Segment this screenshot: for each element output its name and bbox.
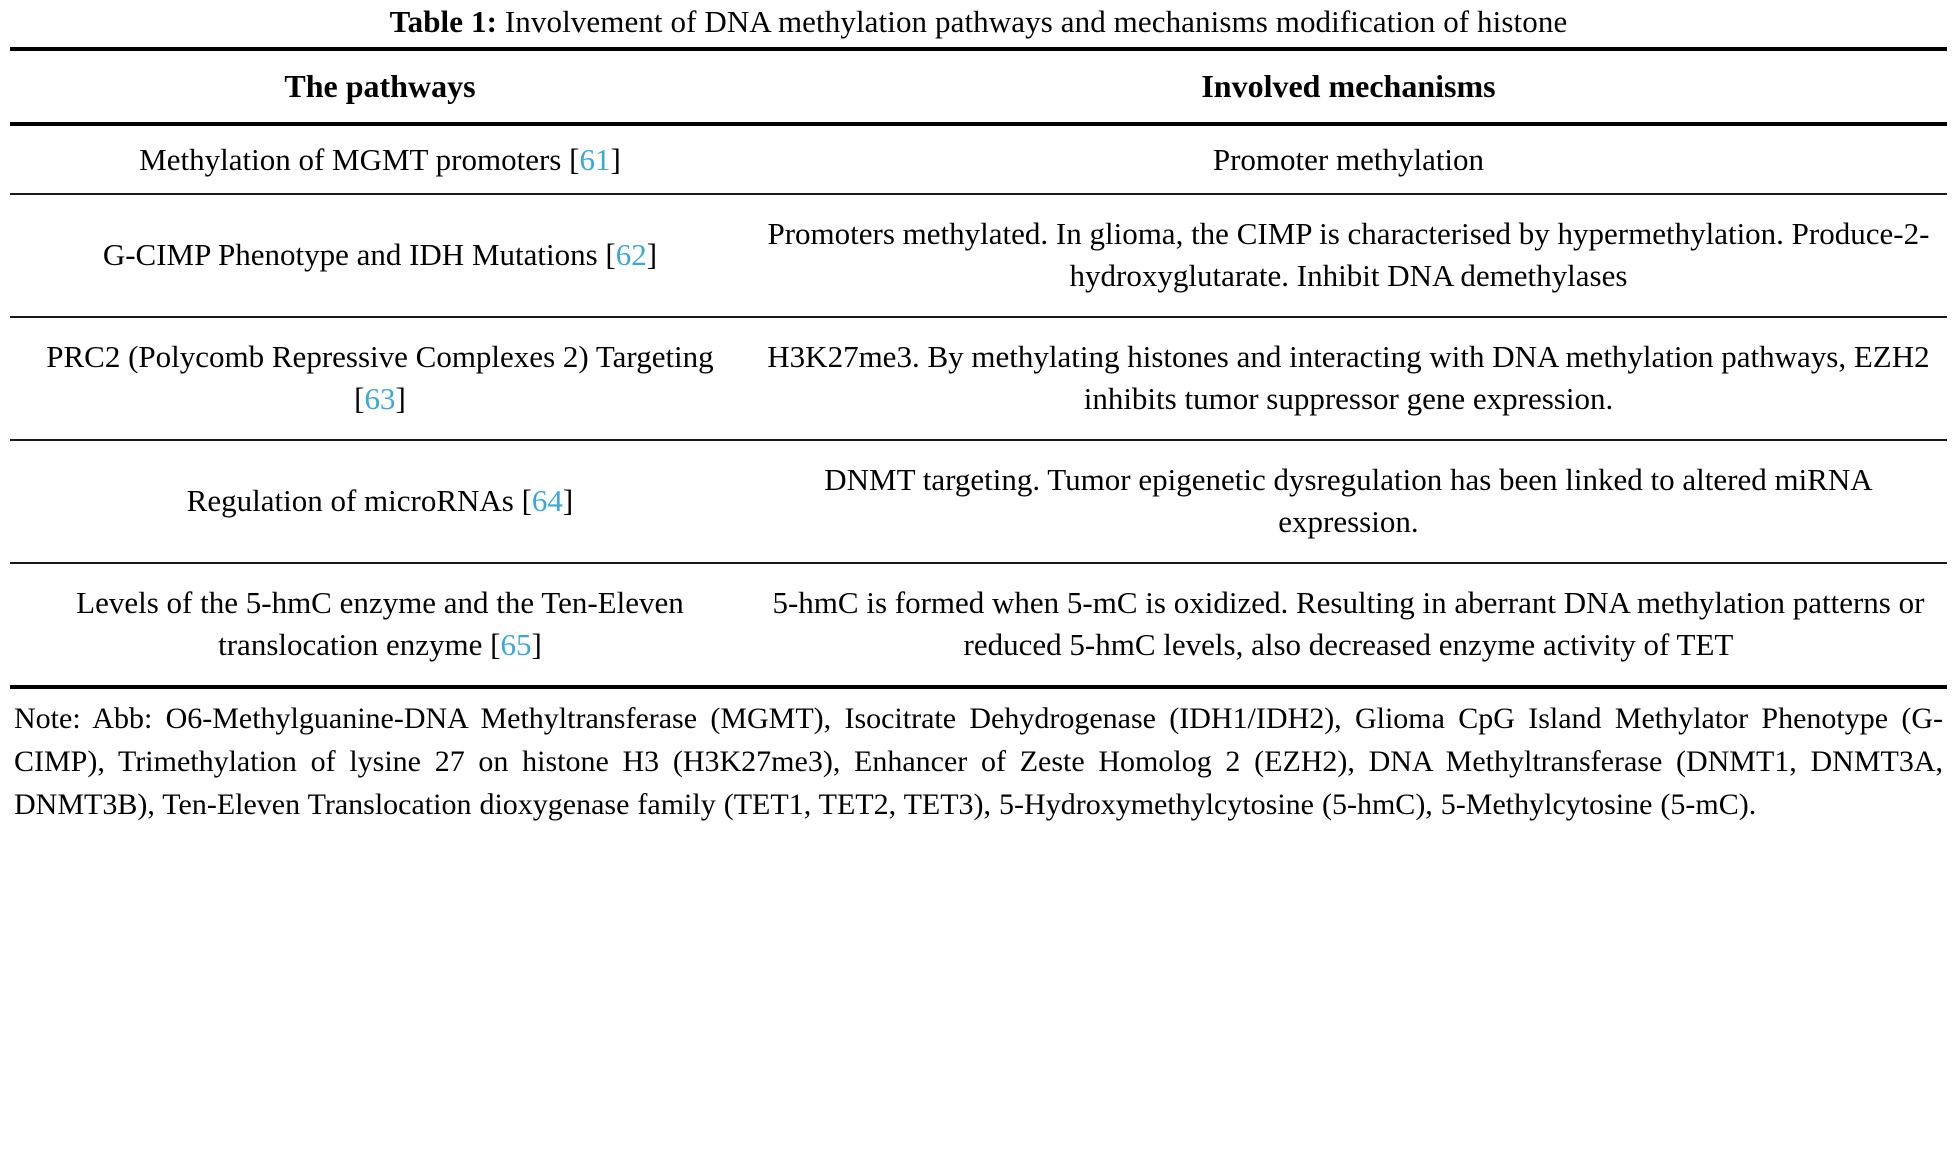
cell-mechanism: Promoter methylation xyxy=(1212,141,1485,177)
table-row: Levels of the 5-hmC enzyme and the Ten-E… xyxy=(10,564,1947,685)
cell-pathway: Methylation of MGMT promoters [61] xyxy=(10,126,750,194)
column-header-mechanisms: Involved mechanisms xyxy=(1201,67,1496,104)
cell-mechanism: 5-hmC is formed when 5-mC is oxidized. R… xyxy=(772,585,1925,662)
table-body: PRC2 (Polycomb Repressive Complexes 2) T… xyxy=(10,318,1947,439)
citation-number: 63 xyxy=(364,380,396,416)
pathway-text: Methylation of MGMT promoters xyxy=(139,141,562,177)
methylation-pathways-table: The pathways Involved mechanisms xyxy=(10,51,1947,122)
table-row: Regulation of microRNAs [64] DNMT target… xyxy=(10,441,1947,562)
cell-pathway: Levels of the 5-hmC enzyme and the Ten-E… xyxy=(10,564,750,685)
pathway-text: Levels of the 5-hmC enzyme and the Ten-E… xyxy=(76,585,684,662)
table-row: G-CIMP Phenotype and IDH Mutations [62] … xyxy=(10,195,1947,316)
citation-ref[interactable]: [62] xyxy=(605,236,658,272)
table-row: Methylation of MGMT promoters [61] Promo… xyxy=(10,126,1947,194)
table-caption: Table 1: Involvement of DNA methylation … xyxy=(10,0,1947,47)
table-note: Note: Abb: O6-Methylguanine-DNA Methyltr… xyxy=(14,702,1943,821)
cell-mechanism: H3K27me3. By methylating histones and in… xyxy=(767,339,1930,416)
table-row-rule xyxy=(10,316,1947,319)
table-header-rule xyxy=(10,121,1947,126)
citation-ref[interactable]: [65] xyxy=(490,626,542,662)
citation-ref[interactable]: [63] xyxy=(354,380,406,416)
cell-mechanism: DNMT targeting. Tumor epigenetic dysregu… xyxy=(824,462,1873,539)
table-row-rule xyxy=(10,193,1947,196)
table-header-row: The pathways Involved mechanisms xyxy=(10,51,1947,122)
table-bottom-rule xyxy=(10,685,1947,690)
pathway-text: PRC2 (Polycomb Repressive Complexes 2) T… xyxy=(46,339,714,375)
table-body: Methylation of MGMT promoters [61] Promo… xyxy=(10,126,1947,194)
citation-number: 61 xyxy=(579,141,611,177)
table-body: Levels of the 5-hmC enzyme and the Ten-E… xyxy=(10,564,1947,685)
cell-pathway: G-CIMP Phenotype and IDH Mutations [62] xyxy=(10,195,750,316)
citation-ref[interactable]: [61] xyxy=(569,141,621,177)
table-row-rule xyxy=(10,439,1947,442)
citation-number: 65 xyxy=(500,626,532,662)
citation-number: 62 xyxy=(615,236,647,272)
table-header: The pathways Involved mechanisms xyxy=(10,51,1947,122)
citation-number: 64 xyxy=(531,483,563,519)
cell-pathway: PRC2 (Polycomb Repressive Complexes 2) T… xyxy=(10,318,750,439)
pathway-text: Regulation of microRNAs xyxy=(186,483,514,519)
table-body: G-CIMP Phenotype and IDH Mutations [62] … xyxy=(10,195,1947,316)
table-caption-label: Table 1: xyxy=(389,4,497,39)
table-body: Regulation of microRNAs [64] DNMT target… xyxy=(10,441,1947,562)
cell-mechanism: Promoters methylated. In glioma, the CIM… xyxy=(767,216,1930,293)
cell-pathway: Regulation of microRNAs [64] xyxy=(10,441,750,562)
pathway-text: G-CIMP Phenotype and IDH Mutations xyxy=(102,236,598,272)
column-header-pathways: The pathways xyxy=(284,67,476,104)
citation-ref[interactable]: [64] xyxy=(521,483,574,519)
table-top-rule xyxy=(10,46,1947,51)
table-caption-text: Involvement of DNA methylation pathways … xyxy=(504,4,1568,39)
table-row: PRC2 (Polycomb Repressive Complexes 2) T… xyxy=(10,318,1947,439)
table-row-rule xyxy=(10,562,1947,565)
